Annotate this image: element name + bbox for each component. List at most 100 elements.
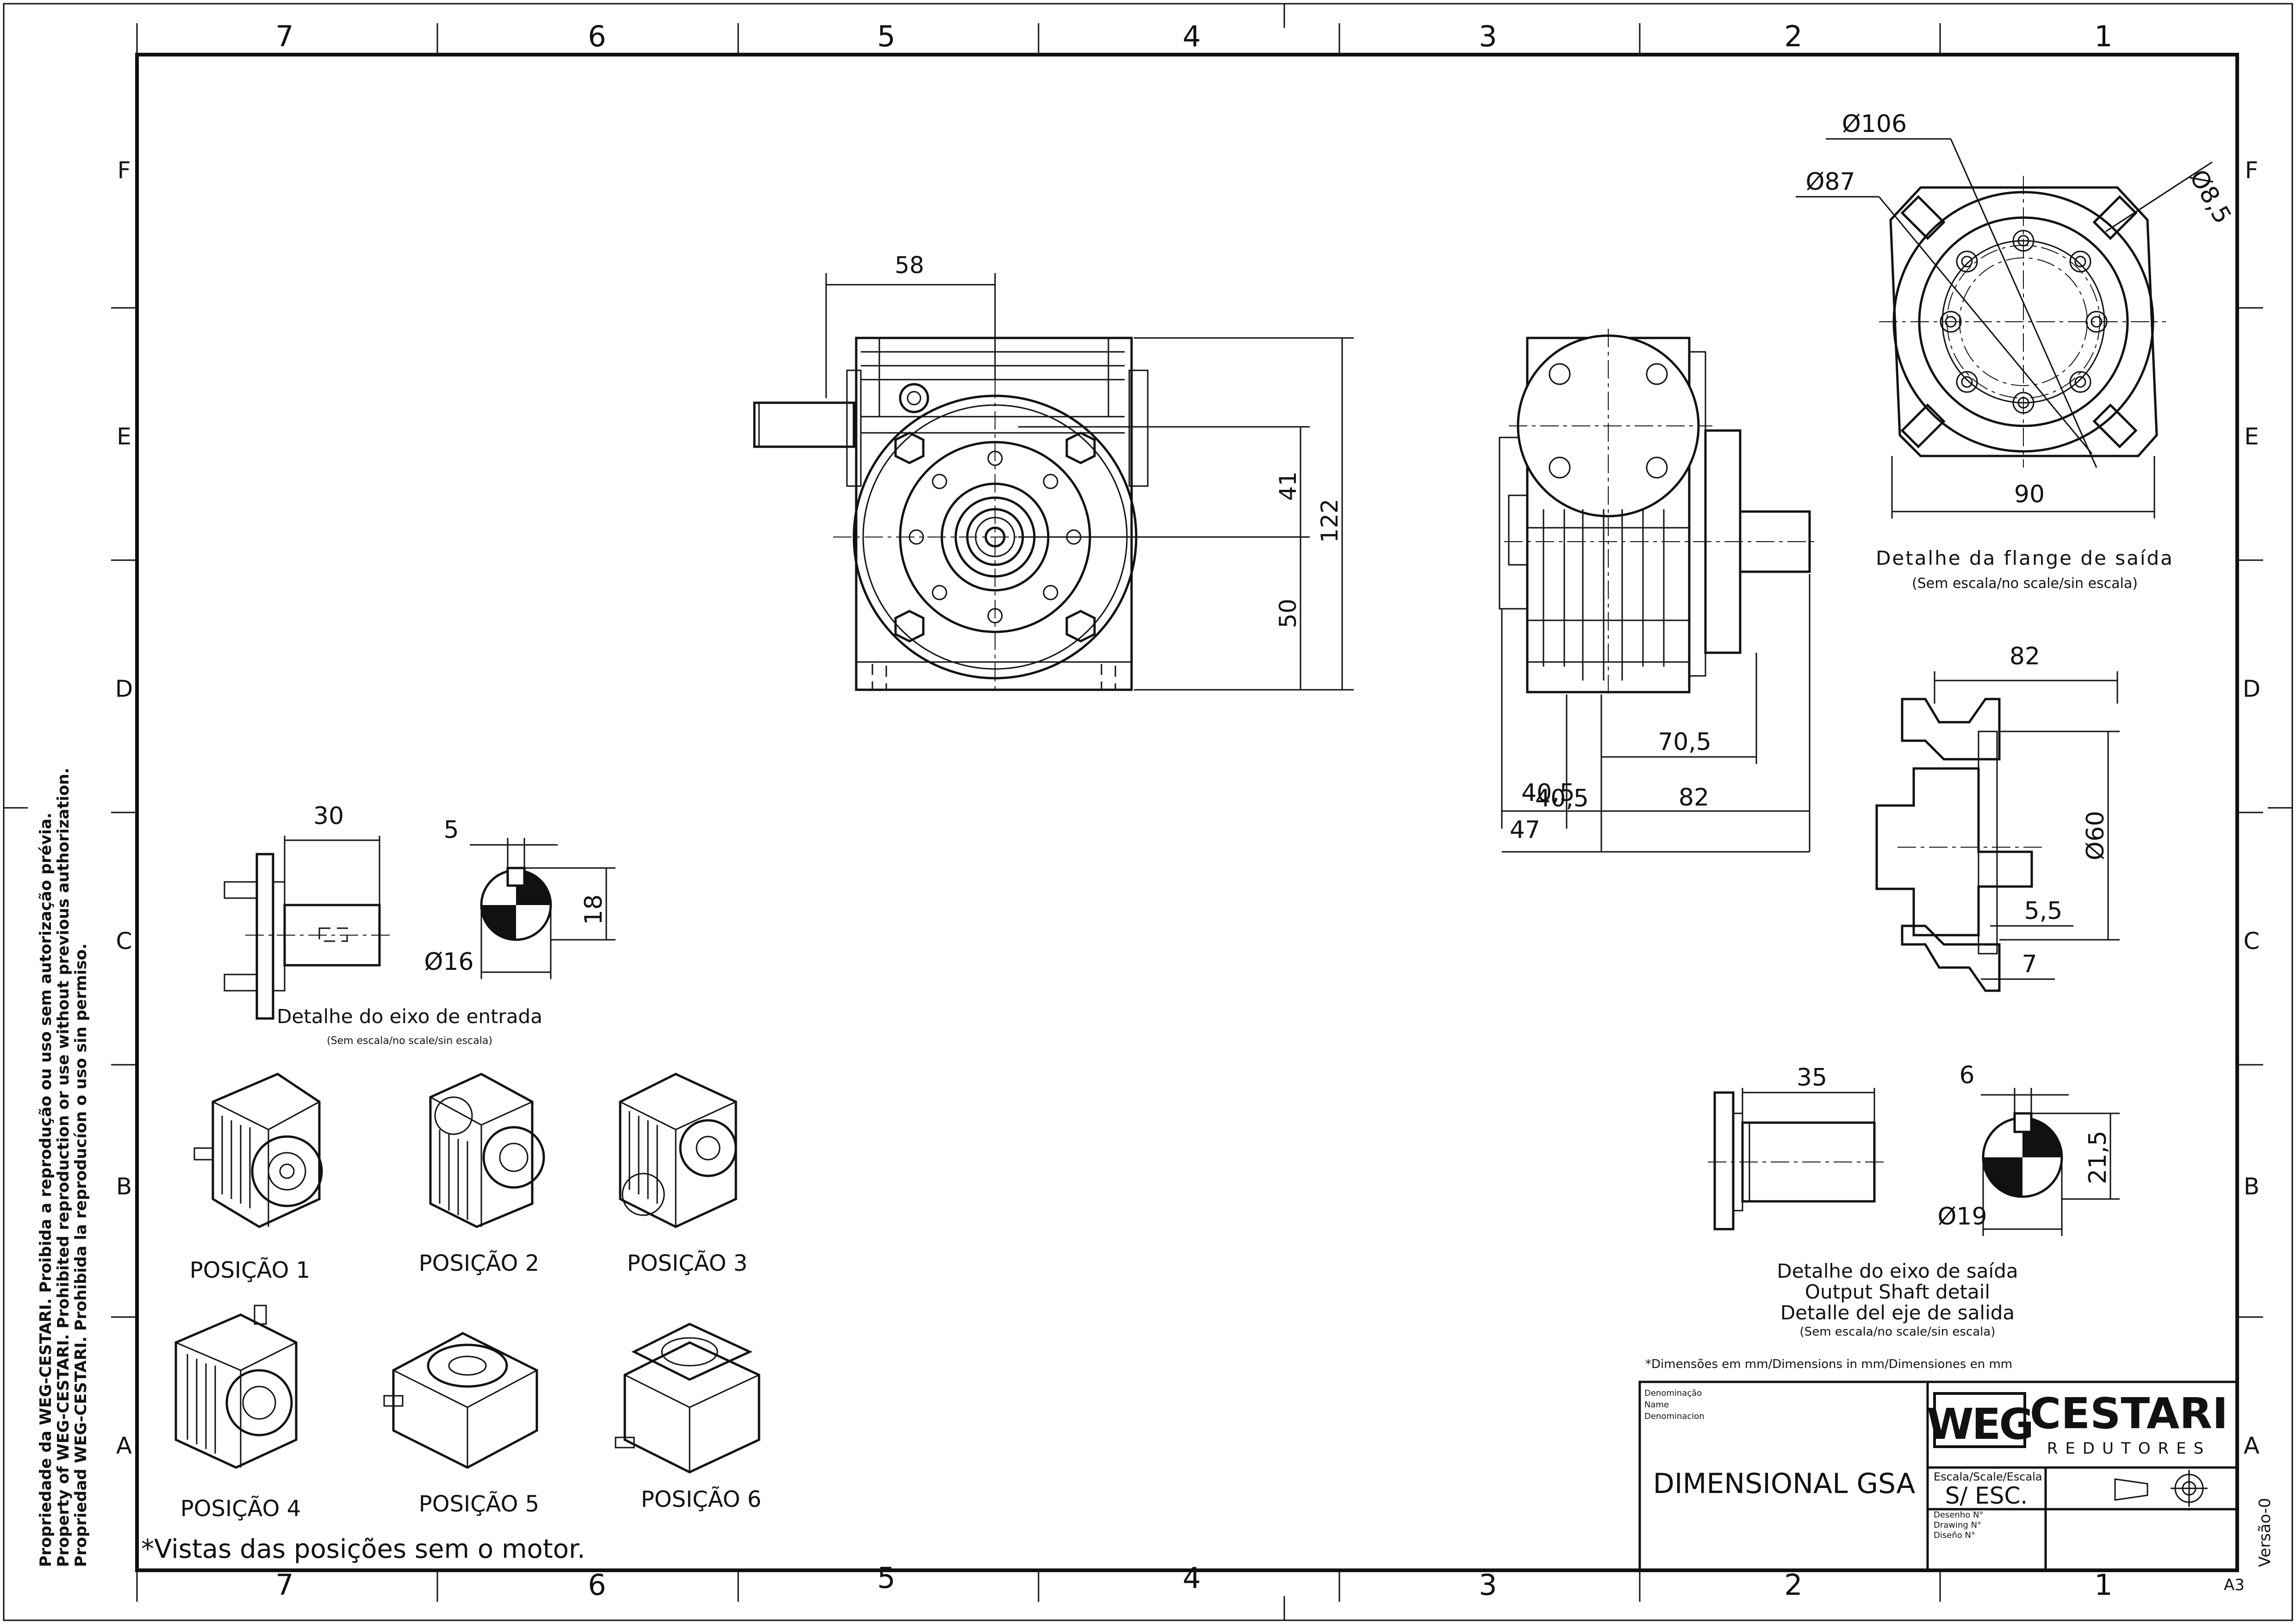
dimension-label: 30 xyxy=(313,802,344,830)
denomination-label: Name xyxy=(1644,1400,1669,1410)
dimension-label: 82 xyxy=(2010,643,2040,670)
dimension-label: 90 xyxy=(2014,481,2045,508)
version-label: Versão-0 xyxy=(2256,1498,2274,1567)
dimension-label: 58 xyxy=(895,252,924,279)
position-1-iso-view xyxy=(193,1073,323,1228)
side-view-reducer xyxy=(1499,329,1819,694)
col-label: 4 xyxy=(1182,1561,1201,1595)
front-view-reducer xyxy=(753,337,1157,694)
dimension-label: 41 xyxy=(1275,471,1301,501)
row-label: C xyxy=(2244,928,2260,955)
denomination-label: Denominacion xyxy=(1644,1412,1705,1421)
position-4-iso-view xyxy=(174,1305,298,1469)
output-flange-dimensions: 90 Ø106 Ø87 Ø8,5 Detalhe da flange de sa… xyxy=(1796,110,2237,592)
col-label: 6 xyxy=(588,1568,606,1602)
dimension-label: 18 xyxy=(580,894,608,925)
col-label: 2 xyxy=(1784,1568,1802,1602)
dimension-label: 7 xyxy=(2022,950,2037,978)
col-label: 5 xyxy=(877,1561,895,1595)
weg-logo: WEG xyxy=(1927,1392,2034,1449)
row-label: B xyxy=(2244,1173,2259,1200)
row-label: B xyxy=(116,1173,132,1200)
dimension-label: 50 xyxy=(1275,599,1301,628)
copyright-line: Property of WEG-CESTARI. Prohibited repr… xyxy=(54,768,73,1567)
row-label: A xyxy=(116,1432,132,1459)
col-label: 7 xyxy=(275,1568,293,1602)
side-view-dimensions: 70,5 82 40,5 40,5 47 xyxy=(1501,574,1811,853)
copyright-line: Propriedade da WEG-CESTARI. Proibida a r… xyxy=(37,812,55,1567)
input-shaft-title: Detalhe do eixo de entrada xyxy=(277,1005,542,1028)
dimension-label: 5,5 xyxy=(2024,897,2063,925)
dimension-label: 35 xyxy=(1797,1064,1827,1092)
dimension-label: 47 xyxy=(1510,816,1540,844)
row-label: E xyxy=(117,423,131,450)
drawing-title: DIMENSIONAL GSA xyxy=(1653,1468,1916,1500)
column-labels-bottom: 7 6 5 4 3 2 1 xyxy=(275,1561,2112,1602)
dimension-label: 82 xyxy=(1679,784,1709,812)
position-3-iso-view xyxy=(619,1073,737,1228)
dimension-label: 6 xyxy=(1959,1062,1974,1089)
dimension-label: Ø87 xyxy=(1805,168,1855,196)
output-shaft-detail: 35 xyxy=(1708,1064,1884,1230)
col-label: 2 xyxy=(1784,19,1802,53)
row-label: E xyxy=(2244,423,2259,450)
position-6-iso-view xyxy=(615,1323,760,1474)
dimension-label: Ø60 xyxy=(2082,811,2109,860)
output-shaft-title: Detalhe do eixo de saída xyxy=(1777,1260,2018,1282)
dimension-label: Ø8,5 xyxy=(2184,165,2237,229)
dimension-label: 5 xyxy=(443,816,459,844)
drawing-number-label: Drawing N° xyxy=(1934,1520,1981,1530)
dimension-label: Ø19 xyxy=(1937,1203,1987,1230)
copyright-notice: Propriedade da WEG-CESTARI. Proibida a r… xyxy=(37,768,90,1567)
position-label: POSIÇÃO 3 xyxy=(627,1250,747,1276)
position-label: POSIÇÃO 5 xyxy=(419,1491,539,1517)
input-shaft-subtitle: (Sem escala/no scale/sin escala) xyxy=(327,1035,492,1047)
flange-detail-subtitle: (Sem escala/no scale/sin escala) xyxy=(1912,575,2138,592)
dimension-label: 122 xyxy=(1316,499,1343,543)
copyright-line: Propriedad WEG-CESTARI. Prohibida la rep… xyxy=(72,943,90,1567)
position-label: POSIÇÃO 4 xyxy=(180,1496,301,1522)
flange-detail-title: Detalhe da flange de saída xyxy=(1876,547,2174,569)
output-shaft-subtitle: (Sem escala/no scale/sin escala) xyxy=(1800,1325,1996,1339)
mounting-positions: POSIÇÃO 1 POSIÇÃO 2 POSIÇÃO 3 POSIÇÃO 4 … xyxy=(141,1073,761,1564)
input-shaft-detail: 30 Detalhe do eixo de entrada (Sem escal… xyxy=(224,802,542,1047)
dimension-label: 21,5 xyxy=(2084,1131,2112,1184)
cestari-subtitle: REDUTORES xyxy=(2047,1439,2211,1458)
row-label: D xyxy=(2243,675,2261,702)
dimension-label: Ø106 xyxy=(1842,110,1907,138)
row-label: F xyxy=(2245,157,2259,184)
col-label: 1 xyxy=(2094,1568,2112,1602)
dimension-label: 40,5 xyxy=(1535,785,1589,812)
input-shaft-section: 5 18 Ø16 xyxy=(424,816,616,979)
row-labels: F E D C B A F E D C B A xyxy=(115,157,2261,1459)
row-label: C xyxy=(116,928,132,955)
cestari-logo: CESTARI xyxy=(2030,1389,2228,1438)
output-section-detail xyxy=(1875,698,2046,992)
drawing-number-label: Diseño N° xyxy=(1934,1530,1975,1540)
position-5-iso-view xyxy=(383,1332,538,1469)
output-shaft-title: Output Shaft detail xyxy=(1805,1280,1990,1303)
drawing-number-label: Desenho N° xyxy=(1934,1510,1983,1520)
dimension-label: 70,5 xyxy=(1658,728,1711,756)
row-label: F xyxy=(118,157,131,184)
position-label: POSIÇÃO 6 xyxy=(641,1487,761,1512)
row-label: A xyxy=(2244,1432,2259,1459)
dimension-label: Ø16 xyxy=(424,948,473,976)
col-label: 6 xyxy=(588,19,606,53)
weg-logo-text: WEG xyxy=(1927,1399,2032,1449)
col-label: 7 xyxy=(275,19,293,53)
views-note: *Vistas das posições sem o motor. xyxy=(141,1534,585,1564)
units-note: *Dimensões em mm/Dimensions in mm/Dimens… xyxy=(1645,1357,2012,1371)
output-shaft-title: Detalle del eje de salida xyxy=(1780,1301,2015,1324)
row-label: D xyxy=(115,675,133,702)
output-shaft-section: 6 21,5 Ø19 Detalhe do eixo de saída Outp… xyxy=(1777,1062,2120,1339)
column-labels-top: 7 6 5 4 3 2 1 xyxy=(275,19,2112,53)
scale-value: S/ ESC. xyxy=(1945,1482,2028,1509)
drawing-frame xyxy=(3,3,2293,1621)
position-label: POSIÇÃO 1 xyxy=(190,1257,310,1283)
output-section-dimensions: 82 Ø60 5,5 7 xyxy=(1934,643,2120,980)
denomination-label: Denominação xyxy=(1644,1388,1702,1398)
output-flange-detail xyxy=(1879,176,2166,468)
col-label: 5 xyxy=(877,19,895,53)
